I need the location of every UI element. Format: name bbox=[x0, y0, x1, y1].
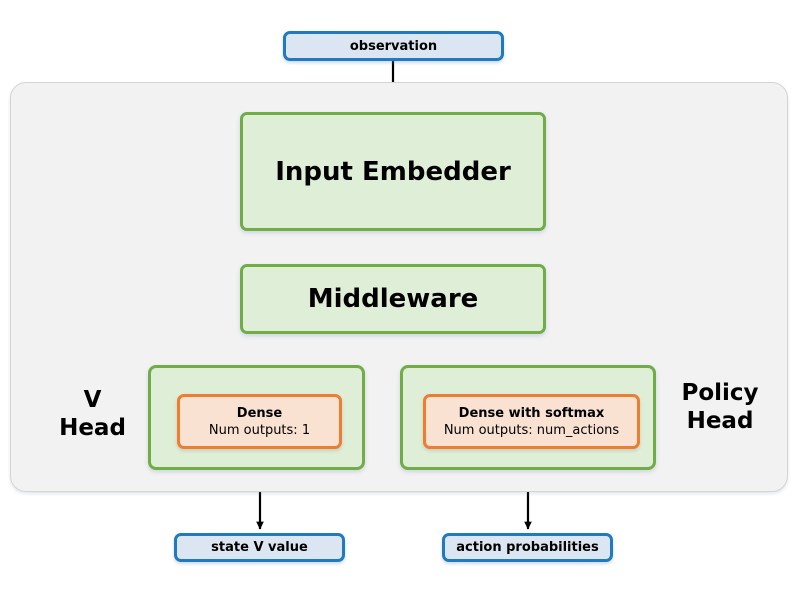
middleware-label: Middleware bbox=[307, 284, 479, 314]
observation-box[interactable]: observation bbox=[283, 31, 504, 61]
policy-head-label: Policy Head bbox=[681, 380, 759, 434]
v-head-label: V Head bbox=[59, 387, 126, 441]
v-head-dense-box[interactable]: Dense Num outputs: 1 bbox=[177, 394, 342, 449]
action-probabilities-box[interactable]: action probabilities bbox=[442, 533, 613, 562]
v-head-dense-subtitle: Num outputs: 1 bbox=[208, 422, 311, 438]
observation-label: observation bbox=[349, 38, 438, 54]
policy-head-dense-box[interactable]: Dense with softmax Num outputs: num_acti… bbox=[423, 394, 640, 449]
input-embedder-box[interactable]: Input Embedder bbox=[240, 112, 546, 231]
policy-head-dense-subtitle: Num outputs: num_actions bbox=[443, 422, 620, 438]
v-head-dense-title: Dense bbox=[236, 405, 283, 421]
action-probabilities-label: action probabilities bbox=[456, 540, 599, 555]
state-v-value-box[interactable]: state V value bbox=[174, 533, 345, 562]
v-head-group[interactable]: Dense Num outputs: 1 bbox=[148, 365, 365, 470]
state-v-value-label: state V value bbox=[211, 540, 308, 555]
policy-head-dense-title: Dense with softmax bbox=[458, 405, 605, 421]
policy-head-group[interactable]: Dense with softmax Num outputs: num_acti… bbox=[400, 365, 656, 470]
input-embedder-label: Input Embedder bbox=[275, 156, 511, 187]
middleware-box[interactable]: Middleware bbox=[240, 264, 546, 334]
